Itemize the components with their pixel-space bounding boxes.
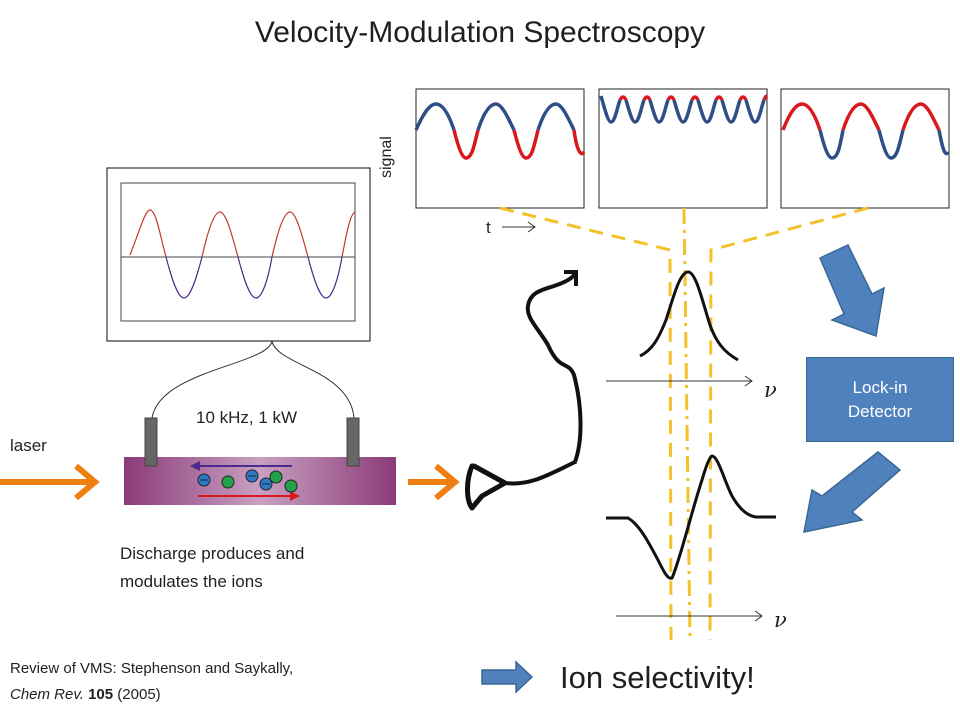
ion-green [284, 479, 298, 493]
ion-drift-arrow-right-head [290, 491, 300, 501]
detector-cable [503, 273, 583, 486]
lock-in-detector-box: Lock-in Detector [806, 357, 954, 442]
reference-line1: Review of VMS: Stephenson and Saykally, [10, 660, 294, 677]
reference-journal: Chem Rev. [10, 686, 84, 703]
signal-axis-label: signal [378, 136, 395, 178]
discharge-caption: Discharge produces and modulates the ion… [120, 540, 380, 596]
oscilloscope-trace-positive [129, 209, 356, 258]
discharge-caption-line1: Discharge produces and [120, 544, 305, 563]
reference-citation: Review of VMS: Stephenson and Saykally, … [10, 656, 293, 708]
blue-block-arrow-icon [481, 660, 534, 694]
nu-axis-label-top: ν [764, 378, 777, 402]
yellow-guide-lines [499, 206, 869, 641]
electrode-icon [144, 417, 158, 467]
laser-label: laser [10, 436, 47, 455]
reference-year: (2005) [117, 686, 161, 703]
blue-block-arrow-icon [819, 244, 885, 338]
ion-selectivity-label: Ion selectivity! [560, 660, 755, 695]
ion-green [269, 470, 283, 484]
wire-left [151, 340, 273, 419]
ion-drift-arrow-left-head [190, 461, 200, 471]
ion-green [221, 475, 235, 489]
oscilloscope [106, 167, 371, 342]
reference-line2: Chem Rev. 105 (2005) [10, 682, 293, 708]
page-title: Velocity-Modulation Spectroscopy [254, 16, 706, 49]
oscilloscope-trace-negative [165, 256, 343, 299]
nu-axis-label-bottom: ν [774, 608, 787, 632]
absorption-lineshape [639, 270, 739, 362]
wire-right [271, 340, 355, 419]
oscilloscope-screen [120, 182, 356, 322]
signal-wave-2 [599, 94, 768, 124]
signal-box-2 [598, 88, 768, 209]
lock-in-detector-label: Lock-in Detector [847, 377, 913, 421]
electrode-icon [346, 417, 360, 467]
derivative-lineshape [606, 454, 776, 580]
detector-icon [465, 463, 508, 511]
orange-arrow-icon [0, 463, 100, 501]
orange-arrow-icon [408, 463, 460, 501]
discharge-caption-line2: modulates the ions [120, 572, 263, 591]
signal-wave-1 [414, 102, 586, 160]
detector-cable-arrowhead [564, 270, 578, 286]
signal-wave-3 [781, 102, 950, 160]
time-axis-label: t [486, 218, 491, 237]
frequency-power-label: 10 kHz, 1 kW [196, 408, 298, 427]
blue-block-arrow-icon [803, 451, 902, 533]
reference-volume: 105 [88, 686, 114, 703]
